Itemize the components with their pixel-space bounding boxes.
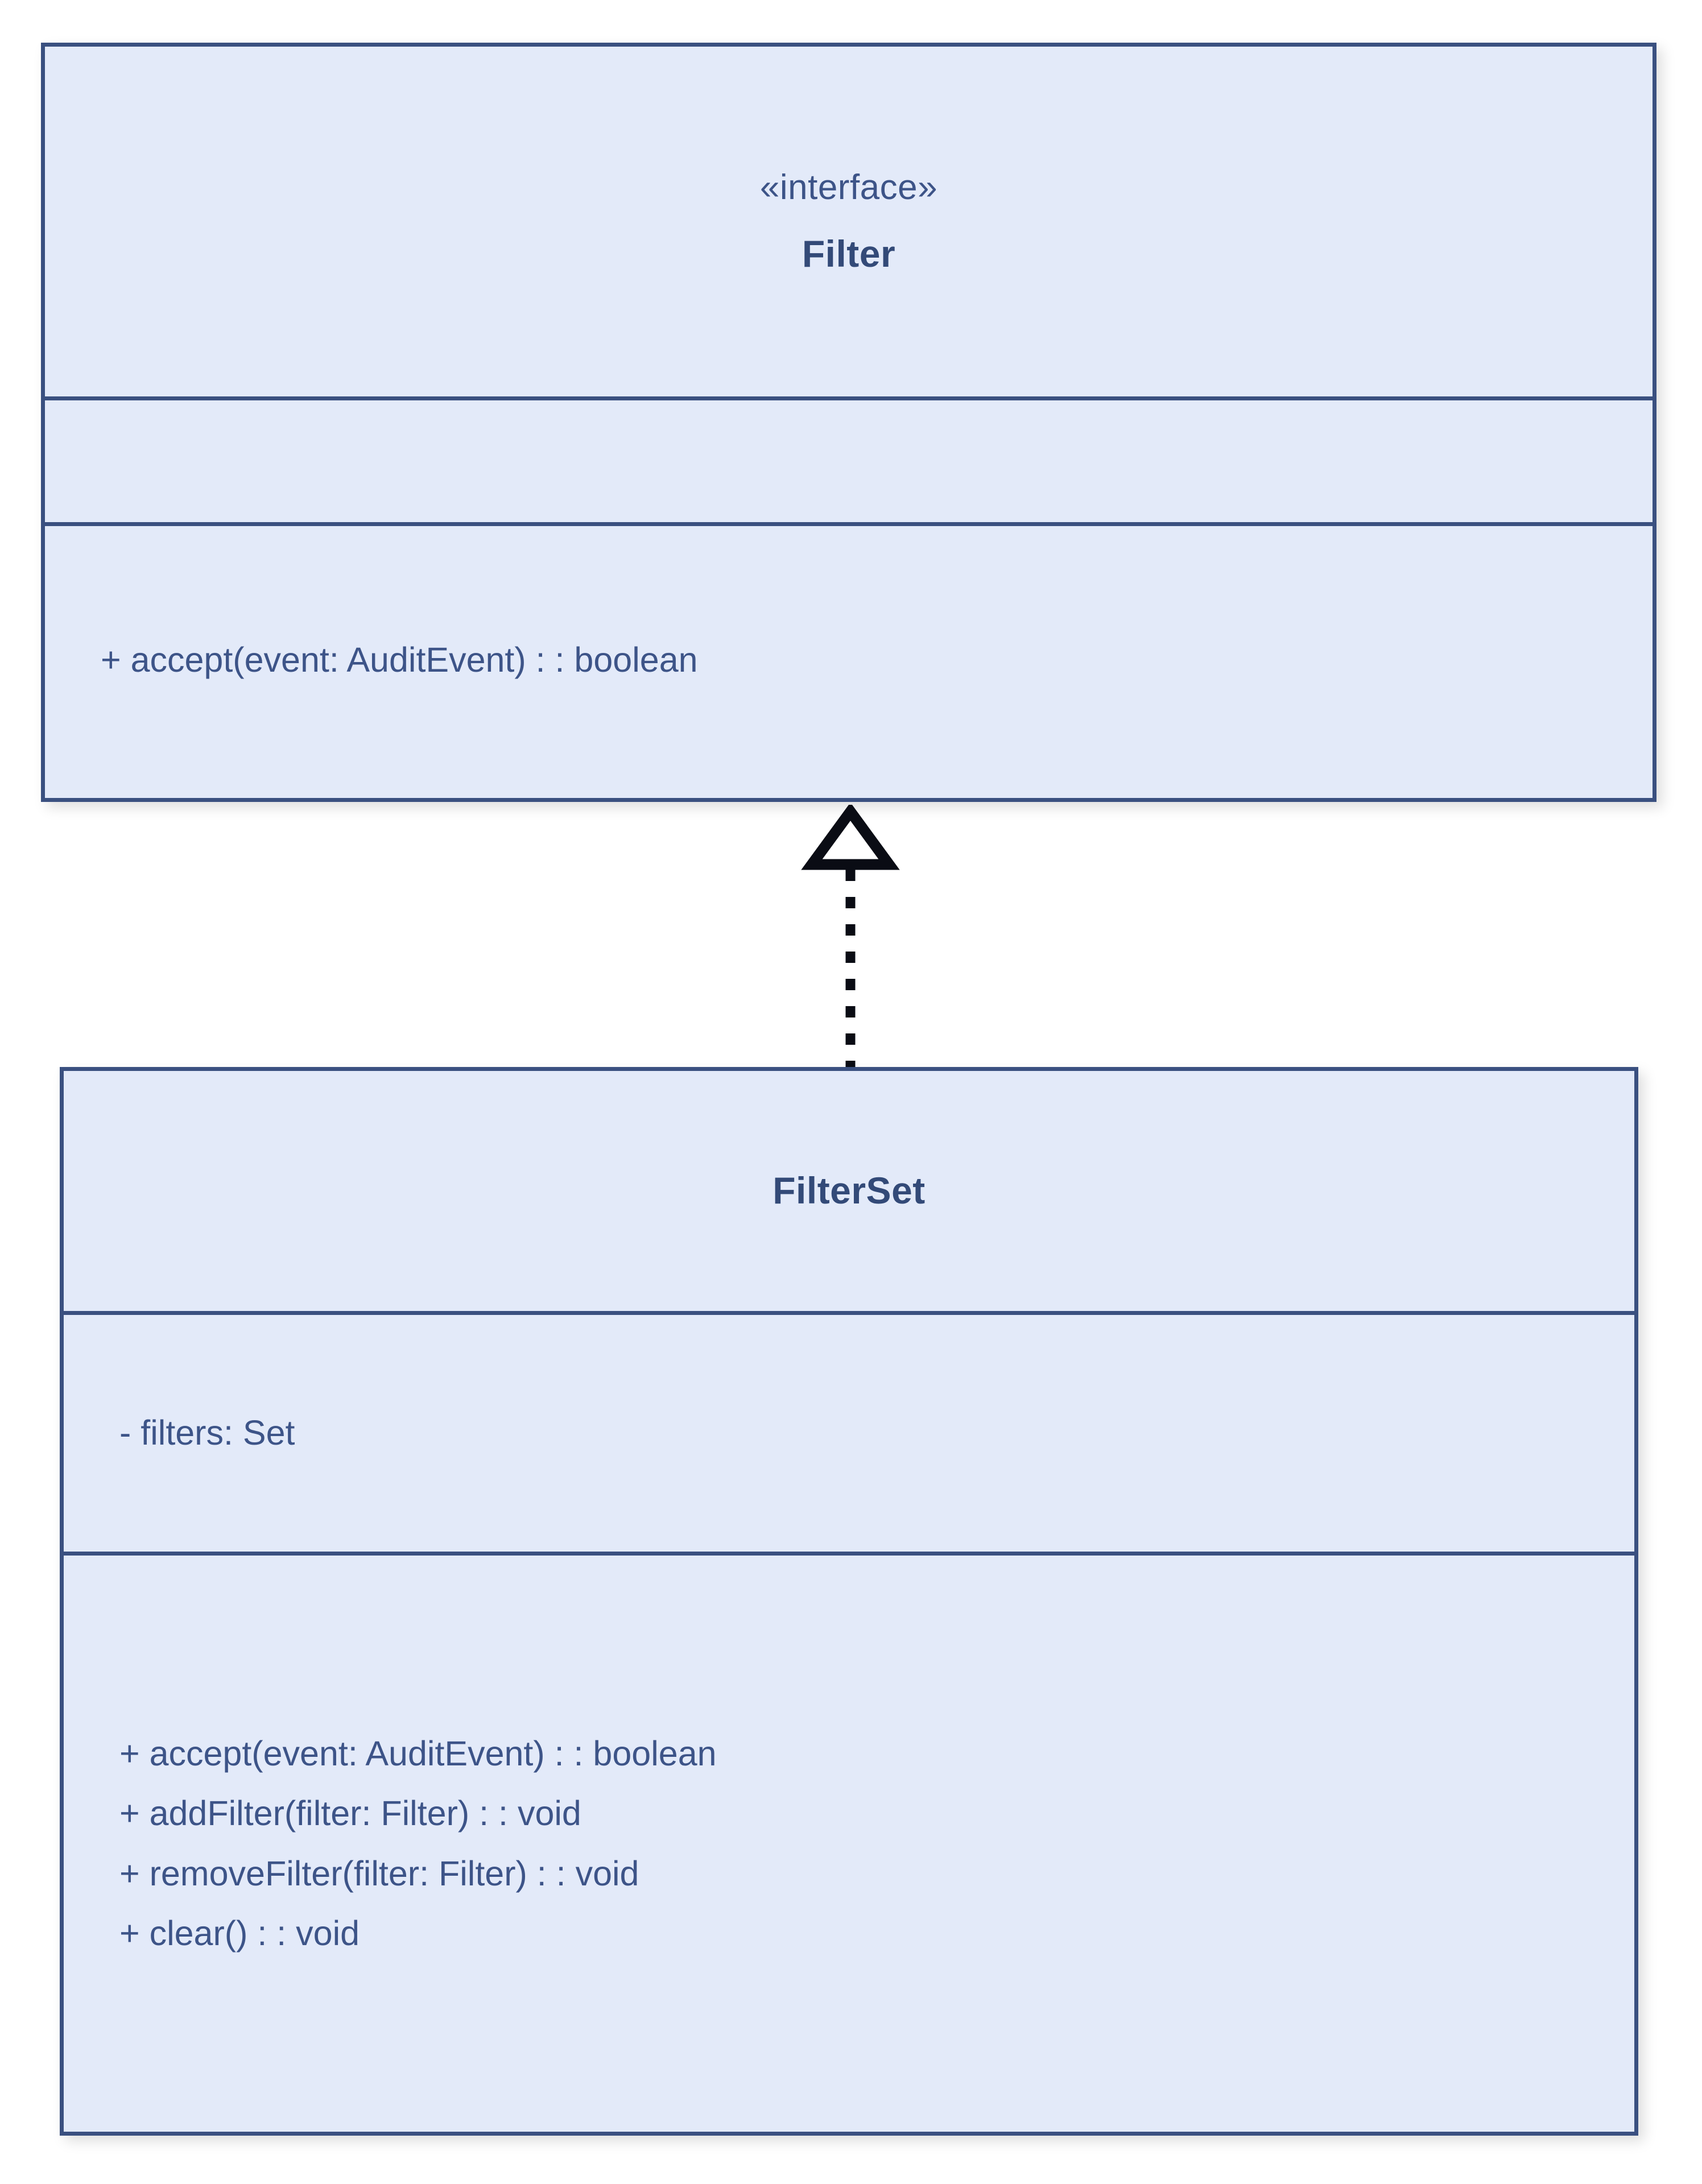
filter-attributes-compartment	[45, 396, 1653, 522]
filter-methods-compartment: + accept(event: AuditEvent) : : boolean	[45, 522, 1653, 794]
filterset-method-list: + accept(event: AuditEvent) : : boolean …	[64, 1556, 1634, 2132]
filterset-attribute-filters: - filters: Set	[119, 1413, 295, 1453]
uml-class-filter[interactable]: «interface» Filter + accept(event: Audit…	[41, 43, 1656, 802]
filter-method-accept: + accept(event: AuditEvent) : : boolean	[101, 640, 698, 679]
filterset-method-removefilter: + removeFilter(filter: Filter) : : void	[119, 1854, 639, 1893]
filter-stereotype: «interface»	[759, 168, 938, 208]
hollow-triangle-arrowhead-icon	[801, 805, 900, 870]
filterset-attribute-list: - filters: Set	[64, 1315, 1634, 1552]
uml-class-filterset[interactable]: FilterSet - filters: Set + accept(event:…	[60, 1067, 1638, 2136]
filterset-header-compartment: FilterSet	[64, 1071, 1634, 1311]
filterset-methods-compartment: + accept(event: AuditEvent) : : boolean …	[64, 1552, 1634, 2132]
filterset-method-accept: + accept(event: AuditEvent) : : boolean	[119, 1734, 717, 1773]
filter-header-compartment: «interface» Filter	[45, 47, 1653, 396]
filterset-attributes-compartment: - filters: Set	[64, 1311, 1634, 1552]
realization-arrow-filterset-to-filter	[801, 805, 900, 1072]
filter-class-name: Filter	[802, 233, 896, 275]
filter-method-list: + accept(event: AuditEvent) : : boolean	[45, 526, 1653, 794]
filterset-method-clear: + clear() : : void	[119, 1913, 360, 1953]
filterset-class-name: FilterSet	[772, 1169, 926, 1212]
filter-attribute-list	[45, 400, 1653, 522]
filterset-method-addfilter: + addFilter(filter: Filter) : : void	[119, 1794, 581, 1833]
